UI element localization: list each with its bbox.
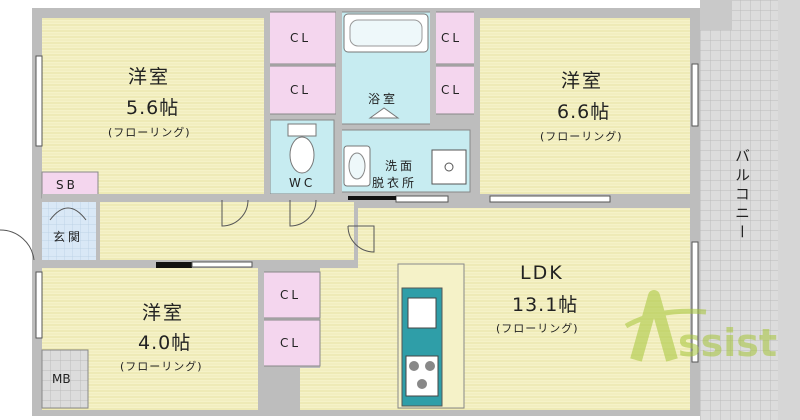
closet-top-center-1 — [267, 11, 337, 65]
bathroom-label: 浴室 — [368, 92, 399, 106]
entrance — [42, 200, 96, 260]
western-room-bottom-floor-type: (フローリング) — [120, 360, 203, 373]
shoe-box-label: SB — [56, 178, 78, 192]
western-room-top-right-floor-type: (フローリング) — [540, 130, 623, 143]
western-room-top-right-floor — [478, 18, 690, 194]
hallway-floor — [96, 200, 354, 260]
ldk-floor-type: (フローリング) — [496, 322, 579, 335]
assist-logo: ssist — [624, 290, 777, 365]
ldk-area: 13.1帖 — [512, 294, 579, 316]
western-room-bottom-name: 洋室 — [142, 302, 185, 324]
svg-text:ssist: ssist — [678, 321, 777, 365]
closet-label: CL — [290, 31, 312, 45]
western-room-top-left-area: 5.6帖 — [126, 97, 180, 119]
western-room-top-right-name: 洋室 — [561, 70, 604, 92]
balcony-label: バルコニー — [733, 148, 751, 243]
western-room-bottom-area: 4.0帖 — [138, 332, 192, 354]
meter-box — [41, 349, 89, 409]
closet-top-center-2 — [267, 65, 337, 115]
closet-label: CL — [441, 31, 463, 45]
closet-label: CL — [290, 83, 312, 97]
toilet-bowl — [289, 136, 315, 174]
washroom-label-line2: 脱衣所 — [372, 176, 418, 190]
washing-machine-pan — [431, 149, 467, 185]
western-room-top-left-floor-type: (フローリング) — [108, 126, 191, 139]
washroom-label-line1: 洗面 — [385, 159, 416, 173]
toilet-label: WC — [289, 176, 316, 190]
closet-label: CL — [441, 83, 463, 97]
closet-label: CL — [280, 288, 302, 302]
western-room-top-left-name: 洋室 — [128, 66, 171, 88]
western-room-top-left-floor — [42, 18, 264, 194]
kitchen-sink — [407, 297, 437, 329]
ldk-name: LDK — [520, 262, 564, 284]
closet-bottom-2 — [261, 319, 321, 367]
entrance-label: 玄関 — [53, 230, 84, 244]
meter-box-label: MB — [52, 372, 71, 386]
closet-label: CL — [280, 336, 302, 350]
western-room-top-right-area: 6.6帖 — [557, 101, 611, 123]
